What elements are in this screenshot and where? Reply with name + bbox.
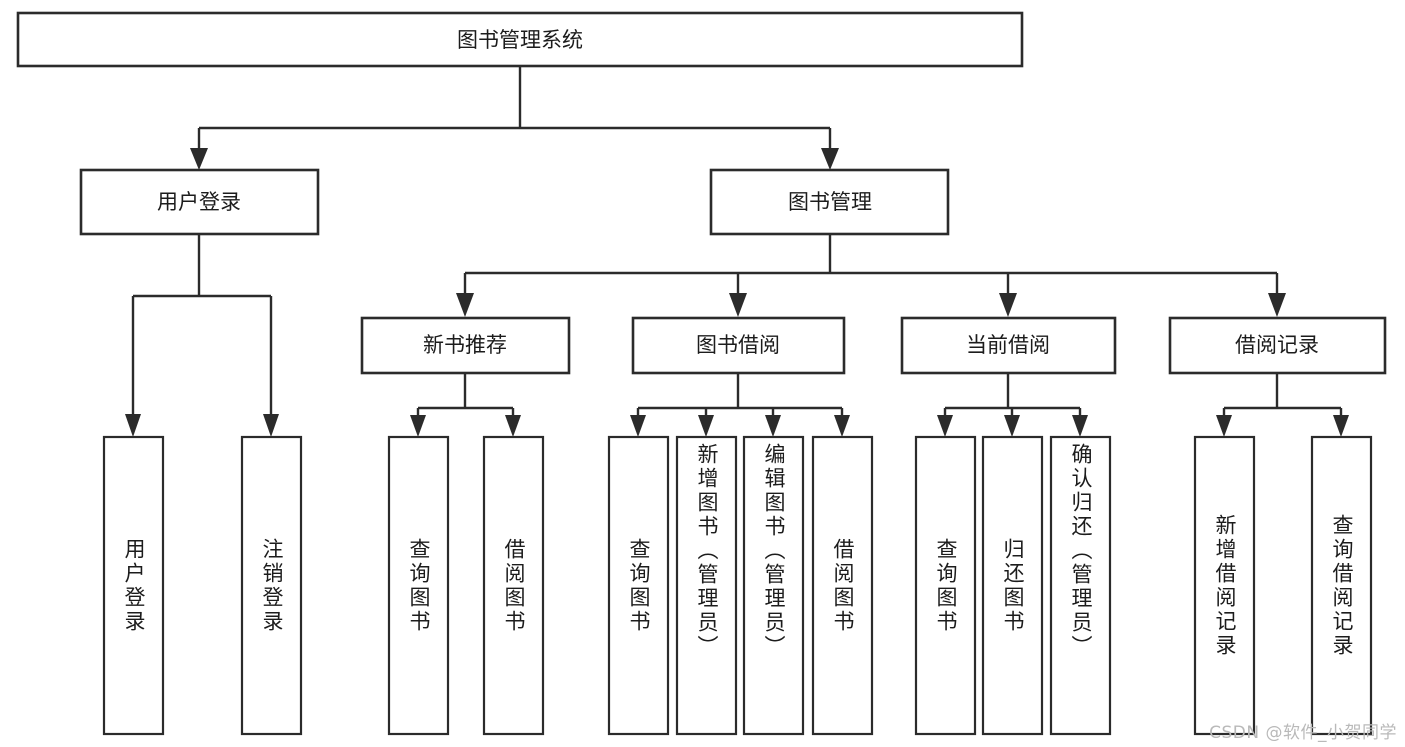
node-book-borrow-box[interactable] [631, 316, 846, 375]
arrow-head-leaf-nbr-1 [410, 415, 426, 437]
arrow-head-leaf-bb-4 [834, 415, 850, 437]
leaf-box-bb-1[interactable] [607, 435, 670, 736]
node-root-box[interactable] [16, 11, 1024, 68]
leaf-box-cb-3[interactable] [1049, 435, 1112, 736]
leaf-box-nbr-1[interactable] [387, 435, 450, 736]
node-current-borrow-label: 当前借阅 [966, 333, 1050, 357]
arrow-head-user-login [190, 148, 208, 170]
arrow-head-leaf-cb-3 [1072, 415, 1088, 437]
arrow-head-book-manage [821, 148, 839, 170]
node-user-login-label: 用户登录 [157, 190, 241, 214]
node-root-label: 图书管理系统 [457, 28, 583, 52]
arrow-head-book-borrow [729, 293, 747, 317]
leaf-box-cb-2[interactable] [981, 435, 1044, 736]
node-borrow-record[interactable]: 借阅记录 [1168, 316, 1387, 375]
leaf-box-bb-2[interactable] [675, 435, 738, 736]
node-new-book-recommend[interactable]: 新书推荐 [360, 316, 571, 375]
node-current-borrow-box[interactable] [900, 316, 1117, 375]
leaf-box-user-login-2[interactable] [240, 435, 303, 736]
node-user-login[interactable]: 用户登录 [79, 168, 320, 236]
connectors-current-borrow [937, 373, 1088, 437]
node-book-borrow[interactable]: 图书借阅 [631, 316, 846, 375]
arrow-head-leaf-cb-2 [1004, 415, 1020, 437]
leaf-box-cb-1[interactable] [914, 435, 977, 736]
arrow-head-leaf-bb-2 [698, 415, 714, 437]
arrow-head-new-book [456, 293, 474, 317]
node-root[interactable]: 图书管理系统 [16, 11, 1024, 68]
leaf-box-br-1[interactable] [1193, 435, 1256, 736]
arrow-head-leaf-bb-1 [630, 415, 646, 437]
node-book-manage-label: 图书管理 [788, 190, 872, 214]
connectors-book-borrow [630, 373, 850, 437]
leaf-box-bb-3[interactable] [742, 435, 805, 736]
arrow-head-leaf-user-login-1 [125, 414, 141, 437]
connectors-root [190, 66, 839, 170]
node-new-book-recommend-label: 新书推荐 [423, 333, 507, 357]
connectors-borrow-record [1216, 373, 1349, 437]
arrow-head-leaf-bb-3 [765, 415, 781, 437]
leaf-box-bb-4[interactable] [811, 435, 874, 736]
arrow-head-current-borrow [999, 293, 1017, 317]
leaf-box-user-login-1[interactable] [102, 435, 165, 736]
leaf-boxes-new-book-recommend [387, 435, 545, 736]
arrow-head-leaf-user-login-2 [263, 414, 279, 437]
node-book-manage-box[interactable] [709, 168, 950, 236]
leaf-box-br-2[interactable] [1310, 435, 1373, 736]
leaf-boxes-current-borrow [914, 435, 1112, 736]
node-user-login-box[interactable] [79, 168, 320, 236]
arrow-head-leaf-cb-1 [937, 415, 953, 437]
connectors-new-book-recommend [410, 373, 521, 437]
arrow-head-borrow-record [1268, 293, 1286, 317]
arrow-head-leaf-br-1 [1216, 415, 1232, 437]
node-borrow-record-label: 借阅记录 [1235, 333, 1319, 357]
arrow-head-leaf-nbr-2 [505, 415, 521, 437]
node-book-manage[interactable]: 图书管理 [709, 168, 950, 236]
leaf-boxes-borrow-record [1193, 435, 1373, 736]
leaf-boxes-book-borrow [607, 435, 874, 736]
node-new-book-recommend-box[interactable] [360, 316, 571, 375]
node-current-borrow[interactable]: 当前借阅 [900, 316, 1117, 375]
node-borrow-record-box[interactable] [1168, 316, 1387, 375]
node-book-borrow-label: 图书借阅 [696, 333, 780, 357]
leaf-box-nbr-2[interactable] [482, 435, 545, 736]
connectors-book-manage [456, 234, 1286, 317]
leaf-boxes-user-login [102, 435, 303, 736]
connectors-user-login [125, 234, 279, 437]
arrow-head-leaf-br-2 [1333, 415, 1349, 437]
